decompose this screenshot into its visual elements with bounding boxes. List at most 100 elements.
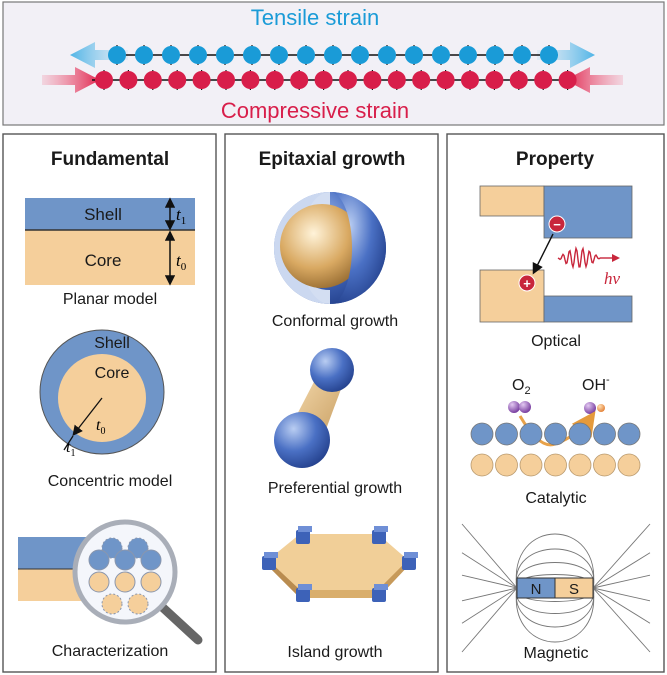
tensile-arrow-right [537, 42, 595, 68]
field-line-left [461, 587, 518, 653]
photon-label: hν [604, 269, 621, 288]
tensile-atom [405, 46, 423, 64]
electron-sign: − [553, 217, 561, 232]
tensile-strain-label: Tensile strain [251, 5, 379, 30]
oh-hydrogen [597, 404, 605, 412]
compressive-atom [534, 71, 553, 89]
oh-oxygen [584, 402, 596, 414]
tensile-atom [432, 46, 450, 64]
optical-caption: Optical [531, 333, 581, 350]
tensile-atom-chain [108, 45, 558, 65]
island-cube-top [298, 526, 312, 532]
compressive-arrow-right [565, 67, 623, 93]
o2-atom-1 [508, 401, 520, 413]
planar-model-caption: Planar model [63, 291, 157, 308]
island-cube [262, 556, 276, 570]
concentric-t0-label: t0 [96, 417, 105, 437]
island-particle [268, 534, 408, 598]
core-atom [568, 453, 592, 477]
tensile-atom [189, 46, 207, 64]
compressive-atom [509, 71, 528, 89]
tensile-atom [513, 46, 531, 64]
tensile-atom [108, 46, 126, 64]
magnet-south [554, 577, 594, 599]
tensile-atom [540, 46, 558, 64]
shell-atom [568, 422, 592, 446]
recombination-arrow [532, 233, 554, 275]
magnifier-handle [155, 600, 203, 645]
compressive-atom [241, 71, 260, 89]
island-cube-top [404, 552, 418, 558]
field-line-right [592, 587, 651, 624]
field-line-right [592, 523, 651, 589]
field-line-left [461, 587, 518, 624]
core-atom [495, 453, 518, 477]
shell-atom [495, 422, 518, 446]
shell-atom [519, 422, 543, 446]
compressive-atom-chain [95, 70, 577, 90]
optical-core-top [479, 185, 545, 217]
tensile-atom [135, 46, 153, 64]
compressive-atom [412, 71, 431, 89]
compressive-strain-label: Compressive strain [221, 98, 409, 123]
lens-atom [114, 571, 136, 593]
core-atom [593, 453, 616, 477]
lens-atom [101, 537, 123, 559]
lens-atom [88, 571, 110, 593]
concentric-t1-arrow [63, 435, 74, 451]
planar-core-label: Core [85, 251, 122, 270]
preferential-particle [274, 348, 354, 468]
lens-atom [140, 571, 162, 593]
shell-atom [544, 422, 567, 446]
tensile-atom [459, 46, 477, 64]
field-loop-lower [515, 587, 595, 643]
field-loop-upper [515, 533, 595, 589]
field-line-right [592, 587, 651, 602]
island-caption: Island growth [287, 644, 382, 661]
island-cube-top [374, 526, 388, 532]
magnet-north-label: N [531, 581, 542, 598]
field-loop-lower [515, 587, 595, 628]
compressive-atom [143, 71, 162, 89]
core-atom [470, 453, 494, 477]
lens-atom [127, 593, 149, 615]
optical-core-bottom [479, 269, 545, 323]
concentric-model-caption: Concentric model [48, 473, 173, 490]
concentric-core-label: Core [95, 365, 130, 382]
compressive-arrow-left [42, 67, 100, 93]
magnet-south-label: S [569, 581, 579, 598]
tensile-atom [297, 46, 315, 64]
compressive-atom [363, 71, 382, 89]
epitaxial-title: Epitaxial growth [259, 149, 406, 170]
compressive-atom [168, 71, 187, 89]
concentric-shell-label: Shell [94, 335, 130, 352]
island-cube [296, 530, 310, 544]
compressive-atom [558, 71, 577, 89]
conformal-particle [274, 192, 386, 304]
compressive-atom [265, 71, 284, 89]
concentric-t0-arrow [72, 397, 103, 437]
field-line-left [461, 552, 518, 589]
island-cube-top [264, 552, 278, 558]
lens-atom [114, 549, 136, 571]
field-line-left [461, 587, 518, 602]
tensile-atom [216, 46, 234, 64]
o2-label: O2 [512, 377, 531, 397]
island-cube [372, 588, 386, 602]
photon-arrowhead [612, 254, 620, 262]
island-cube [372, 530, 386, 544]
planar-t0-label: t0 [176, 251, 187, 273]
compressive-atom [485, 71, 504, 89]
fundamental-title: Fundamental [51, 149, 169, 170]
core-atom [519, 453, 543, 477]
field-line-right [592, 574, 651, 589]
lens-atom [88, 549, 110, 571]
catalytic-caption: Catalytic [525, 490, 586, 507]
compressive-atom [217, 71, 235, 89]
tensile-atom [270, 46, 288, 64]
oh-label: OH- [582, 374, 610, 394]
compressive-atom [95, 71, 113, 89]
hole-sign: + [523, 276, 531, 291]
